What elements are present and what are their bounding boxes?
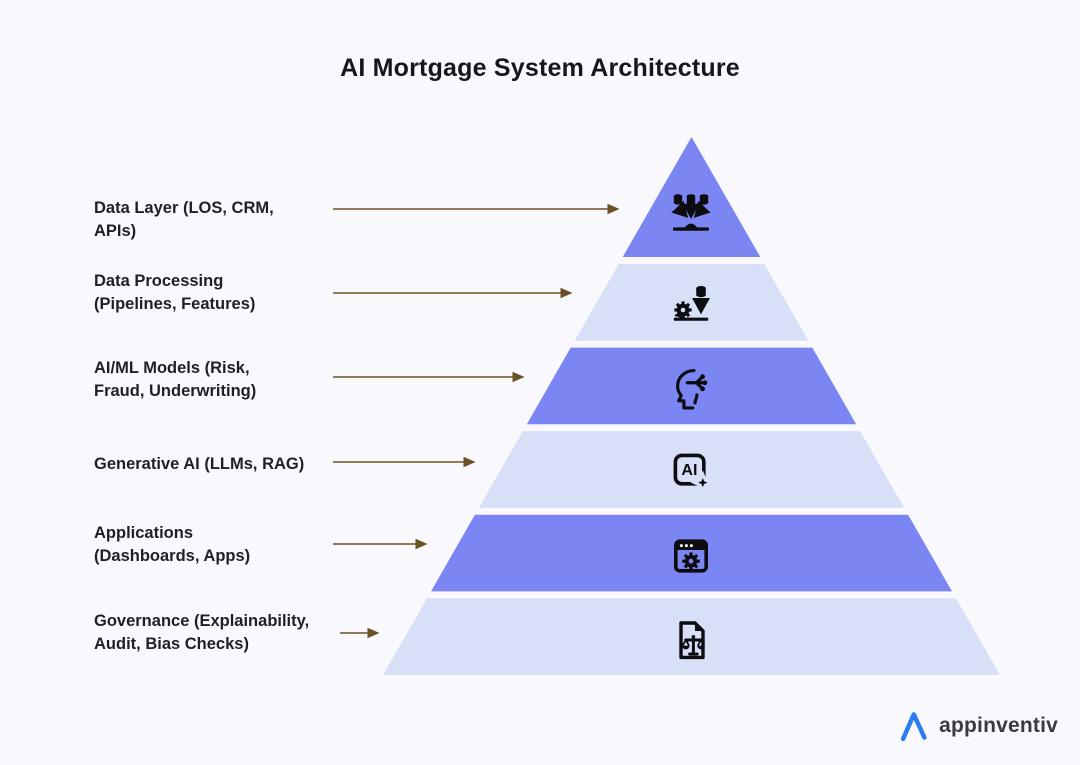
layer-label-ai-ml-models: AI/ML Models (Risk, Fraud, Underwriting): [94, 359, 257, 400]
layer-label-governance: Governance (Explainability, Audit, Bias …: [94, 612, 310, 653]
pyramid-layer-ai-ml-models: [526, 347, 857, 425]
layer-label-data-layer: Data Layer (LOS, CRM, APIs): [94, 199, 274, 240]
ai-sparkle-badge-icon: AI: [673, 453, 716, 495]
layer-label-data-processing: Data Processing (Pipelines, Features): [94, 272, 256, 313]
ai-badge-text: AI: [681, 462, 697, 479]
appinventiv-triangle-icon: [900, 712, 927, 742]
appinventiv-logo-text: appinventiv: [939, 714, 1058, 737]
databases-merge-icon: [671, 194, 711, 231]
gear-pipeline-icon: [673, 286, 710, 321]
pyramid-layer-generative-ai: [478, 431, 905, 508]
ai-head-circuit-icon: [676, 368, 708, 410]
layer-label-generative-ai: Generative AI (LLMs, RAG): [94, 455, 305, 473]
browser-gear-icon: [674, 539, 708, 573]
document-scales-icon: [679, 621, 705, 660]
pyramid-layer-data-processing: [574, 264, 809, 341]
page-title: AI Mortgage System Architecture: [340, 54, 740, 82]
pyramid-layer-governance: [383, 598, 1000, 675]
appinventiv-logo: appinventiv: [900, 708, 1058, 744]
layer-label-applications: Applications (Dashboards, Apps): [94, 524, 251, 565]
